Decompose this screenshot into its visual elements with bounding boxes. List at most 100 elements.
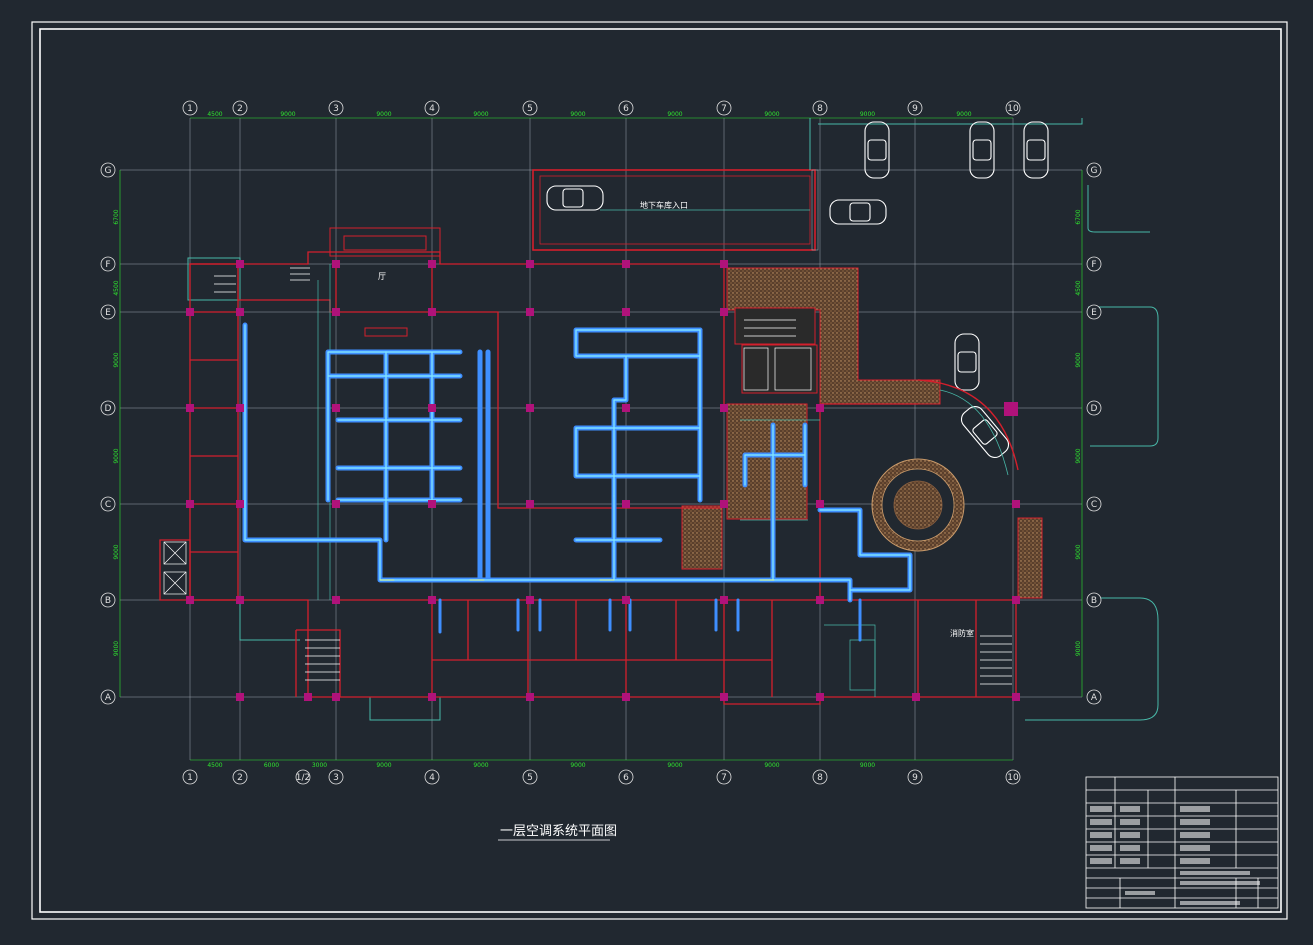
structural-column [428, 500, 436, 508]
structural-column [526, 693, 534, 701]
grid-lines [120, 118, 1082, 760]
wall-boxes [329, 227, 441, 337]
axis-bubble-bottom: 10 [1005, 769, 1021, 785]
structural-column [332, 260, 340, 268]
axis-bubble-top: 3 [328, 100, 344, 116]
structural-column [186, 500, 194, 508]
axis-label: E [1091, 308, 1097, 318]
axis-bubble-left: B [100, 592, 116, 608]
axis-label: G [1091, 166, 1098, 176]
axis-label: 6 [623, 104, 629, 114]
structural-column [236, 596, 244, 604]
dimension-label: 6000 [264, 762, 279, 769]
axis-bubble-right: G [1086, 162, 1102, 178]
axis-bubble-bottom: 8 [812, 769, 828, 785]
hvac-duct-network [242, 322, 913, 642]
axis-bubble-top: 5 [522, 100, 538, 116]
axis-bubble-bottom: 3 [328, 769, 344, 785]
structural-column [720, 596, 728, 604]
dimension-label: 9000 [113, 641, 120, 656]
structural-column [236, 693, 244, 701]
dimension-label: 9000 [280, 111, 295, 118]
axis-bubble-bottom: 4 [424, 769, 440, 785]
axis-label: D [105, 404, 112, 414]
structural-column [720, 260, 728, 268]
axis-label: 7 [721, 104, 727, 114]
axis-label: 10 [1007, 104, 1019, 114]
axis-bubble-top: 2 [232, 100, 248, 116]
structural-column [912, 693, 920, 701]
outer-frame [31, 21, 1288, 920]
dimension-label: 4500 [207, 762, 222, 769]
axis-label: 3 [333, 104, 339, 114]
axis-label: 8 [817, 104, 823, 114]
axis-bubble-bottom: 7 [716, 769, 732, 785]
axis-label: 5 [527, 104, 533, 114]
axis-bubble-right: E [1086, 304, 1102, 320]
circular-plaza [871, 379, 1019, 552]
structural-column [428, 693, 436, 701]
structural-column [236, 404, 244, 412]
axis-bubble-left: D [100, 400, 116, 416]
axis-label: C [105, 500, 111, 510]
dimension-label: 4500 [207, 111, 222, 118]
axis-label: 9 [912, 773, 918, 783]
room-b-label: 消防室 [950, 628, 974, 638]
dimension-lines [119, 117, 1083, 761]
dimension-label: 9000 [667, 111, 682, 118]
car-icon [954, 333, 980, 391]
structural-column [236, 308, 244, 316]
axis-bubble-top: 9 [907, 100, 923, 116]
axis-label: 1 [187, 104, 193, 114]
dimension-label: 9000 [860, 762, 875, 769]
dimension-label: 9000 [956, 111, 971, 118]
structural-column [720, 500, 728, 508]
structural-column [720, 308, 728, 316]
structural-column [428, 260, 436, 268]
structural-column [622, 596, 630, 604]
structural-column [1012, 693, 1020, 701]
car-icon [864, 121, 890, 179]
structural-column [816, 596, 824, 604]
garage-entrance-area [532, 169, 819, 251]
dimension-label: 6700 [1075, 209, 1082, 224]
dimension-label: 4500 [113, 280, 120, 295]
dimension-label: 9000 [764, 762, 779, 769]
structural-column [622, 693, 630, 701]
axis-label: 4 [429, 104, 435, 114]
axis-label: 2 [237, 773, 243, 783]
dimension-label: 9000 [113, 352, 120, 367]
dimension-label: 9000 [113, 544, 120, 559]
structural-column [816, 404, 824, 412]
dimension-label: 9000 [1075, 448, 1082, 463]
car-icon [1023, 121, 1049, 179]
dimension-label: 9000 [473, 111, 488, 118]
dimension-label: 9000 [667, 762, 682, 769]
parked-cars [546, 121, 1049, 459]
structural-column [622, 500, 630, 508]
structural-column [428, 308, 436, 316]
axis-label: 8 [817, 773, 823, 783]
structural-column [332, 500, 340, 508]
axis-label: 1 [187, 773, 193, 783]
axis-bubble-bottom: 1 [182, 769, 198, 785]
axis-bubble-left: A [100, 689, 116, 705]
stairs-elevators [163, 267, 1012, 685]
drawing-title: 一层空调系统平面图 [500, 824, 617, 839]
axis-label: 4 [429, 773, 435, 783]
axis-bubble-right: F [1086, 256, 1102, 272]
structural-column [816, 693, 824, 701]
axis-label: B [1091, 596, 1097, 606]
axis-label: 7 [721, 773, 727, 783]
axis-bubble-left: G [100, 162, 116, 178]
axis-bubble-top: 6 [618, 100, 634, 116]
structural-column [236, 500, 244, 508]
structural-column [526, 260, 534, 268]
axis-bubble-top: 7 [716, 100, 732, 116]
title-block-cells [1090, 806, 1260, 905]
structural-column [816, 500, 824, 508]
axis-bubble-top: 10 [1005, 100, 1021, 116]
axis-bubble-top: 8 [812, 100, 828, 116]
